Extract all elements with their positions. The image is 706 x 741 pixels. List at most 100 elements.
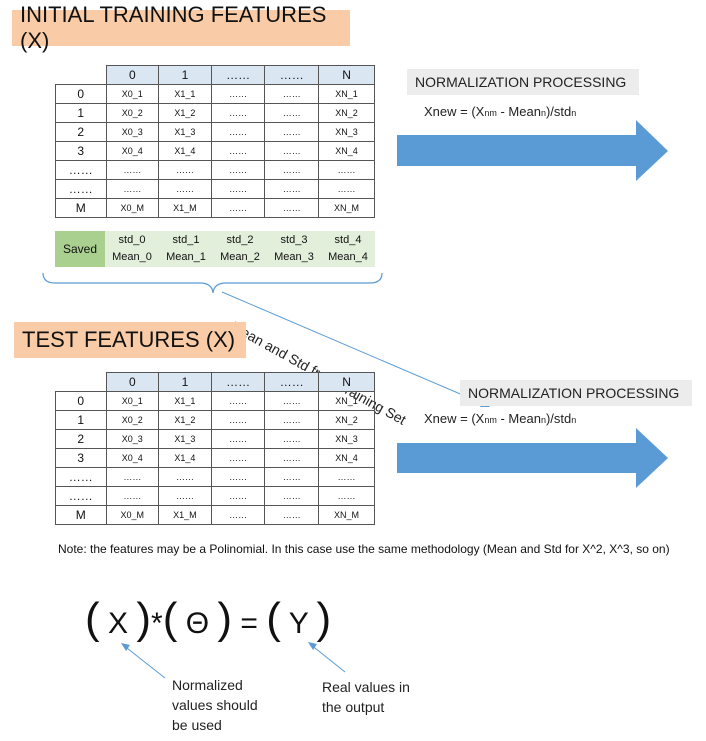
table-cell: X1_1 [158, 391, 212, 411]
column-header: 0 [105, 65, 160, 85]
row-header: 3 [55, 141, 107, 161]
table-cell: XN_M [318, 505, 375, 525]
table-cell: …… [210, 429, 266, 449]
right-arrow-icon [397, 428, 668, 488]
equals-symbol: = [240, 607, 258, 640]
table-cell: XN_1 [318, 84, 375, 104]
table-cell: …… [105, 160, 160, 180]
table-cell: XN_M [318, 198, 375, 218]
row-header: 1 [55, 103, 107, 123]
table-cell: …… [158, 179, 212, 199]
table-row: 2 X0_3 X1_3 …… …… XN_3 [55, 122, 375, 142]
mean-value: Mean_0 [112, 251, 152, 263]
table-cell: …… [264, 391, 320, 411]
table-header-row: 0 1 …… …… N [56, 372, 375, 392]
test-table: 0 1 …… …… N 0 X0_1 X1_1 …… …… XN_1 1 X0_… [55, 372, 375, 525]
table-cell: …… [264, 467, 320, 487]
table-cell: X0_2 [105, 410, 160, 430]
mean-value: Mean_1 [166, 251, 206, 263]
saved-column: std_3 Mean_3 [267, 231, 321, 267]
table-cell: …… [158, 486, 212, 506]
column-header: 1 [158, 65, 212, 85]
pointer-line [309, 643, 346, 673]
table-cell: XN_2 [318, 103, 375, 123]
right-paren: ) [217, 594, 233, 643]
table-cell: X0_4 [105, 141, 160, 161]
table-cell: XN_4 [318, 141, 375, 161]
column-header: …… [210, 65, 266, 85]
row-header: 2 [55, 429, 107, 449]
saved-column: std_0 Mean_0 [105, 231, 159, 267]
saved-column: std_4 Mean_4 [321, 231, 375, 267]
table-row: M X0_M X1_M …… …… XN_M [55, 198, 375, 218]
table-cell: X1_3 [158, 122, 212, 142]
table-cell: …… [264, 448, 320, 468]
table-cell: …… [210, 84, 266, 104]
table-cell: X1_1 [158, 84, 212, 104]
table-row: M X0_M X1_M …… …… XN_M [55, 505, 375, 525]
table-row: 2 X0_3 X1_3 …… …… XN_3 [55, 429, 375, 449]
column-header: …… [264, 65, 320, 85]
table-cell: …… [105, 467, 160, 487]
table-cell: X1_4 [158, 448, 212, 468]
table-cell: …… [318, 467, 375, 487]
arrowhead-icon [121, 643, 130, 651]
table-row: 0 X0_1 X1_1 …… …… XN_1 [55, 84, 375, 104]
table-cell: …… [105, 179, 160, 199]
table-cell: …… [264, 198, 320, 218]
table-row: …… …… …… …… …… …… [55, 486, 375, 506]
table-cell: …… [210, 448, 266, 468]
table-row: …… …… …… …… …… …… [55, 179, 375, 199]
table-cell: …… [318, 486, 375, 506]
theta-symbol: Θ [185, 607, 210, 640]
note-text: Note: the features may be a Polinomial. … [58, 542, 670, 556]
test-title: TEST FEATURES (X) [14, 322, 246, 358]
table-cell: …… [210, 505, 266, 525]
table-cell: X0_3 [105, 122, 160, 142]
table-cell: …… [158, 160, 212, 180]
row-header: …… [55, 179, 107, 199]
left-paren: ( [266, 594, 281, 643]
normalization-formula: Xnew = (Xnm - Meann)/stdn [424, 411, 577, 426]
right-paren: ) [136, 594, 152, 643]
std-value: std_0 [118, 234, 146, 246]
table-cell: …… [210, 486, 266, 506]
saved-cells: std_0 Mean_0 std_1 Mean_1 std_2 Mean_2 s… [105, 231, 375, 267]
equation: ( X )*( Θ ) = ( Y ) [85, 594, 331, 644]
table-cell: …… [210, 179, 266, 199]
table-row: 1 X0_2 X1_2 …… …… XN_2 [55, 103, 375, 123]
row-header: 3 [55, 448, 107, 468]
column-header: N [318, 372, 375, 392]
table-row: 0 X0_1 X1_1 …… …… XN_1 [55, 391, 375, 411]
row-header: 1 [55, 410, 107, 430]
normalization-label-text: NORMALIZATION PROCESSING [415, 74, 627, 90]
table-cell: …… [210, 160, 266, 180]
mean-value: Mean_3 [274, 251, 314, 263]
table-cell: …… [318, 179, 375, 199]
table-cell: …… [264, 122, 320, 142]
table-cell: …… [318, 160, 375, 180]
table-cell: XN_4 [318, 448, 375, 468]
row-header: M [55, 505, 107, 525]
table-cell: XN_1 [318, 391, 375, 411]
table-cell: …… [264, 179, 320, 199]
test-title-text: TEST FEATURES (X) [22, 327, 236, 352]
table-cell: …… [264, 505, 320, 525]
column-header: 0 [105, 372, 160, 392]
left-paren: ( [162, 594, 178, 643]
table-row: 3 X0_4 X1_4 …… …… XN_4 [55, 448, 375, 468]
table-cell: X0_2 [105, 103, 160, 123]
row-header: …… [55, 486, 107, 506]
training-table: 0 1 …… …… N 0 X0_1 X1_1 …… …… XN_1 1 X0_… [55, 65, 375, 218]
table-cell: XN_2 [318, 410, 375, 430]
row-header: 0 [55, 391, 107, 411]
table-header-row: 0 1 …… …… N [56, 65, 375, 85]
row-header: …… [55, 467, 107, 487]
arrowhead-icon [308, 642, 317, 650]
row-header: 2 [55, 122, 107, 142]
table-row: …… …… …… …… …… …… [55, 467, 375, 487]
table-cell: XN_3 [318, 429, 375, 449]
normalization-label: NORMALIZATION PROCESSING [460, 380, 692, 406]
table-cell: X1_2 [158, 103, 212, 123]
